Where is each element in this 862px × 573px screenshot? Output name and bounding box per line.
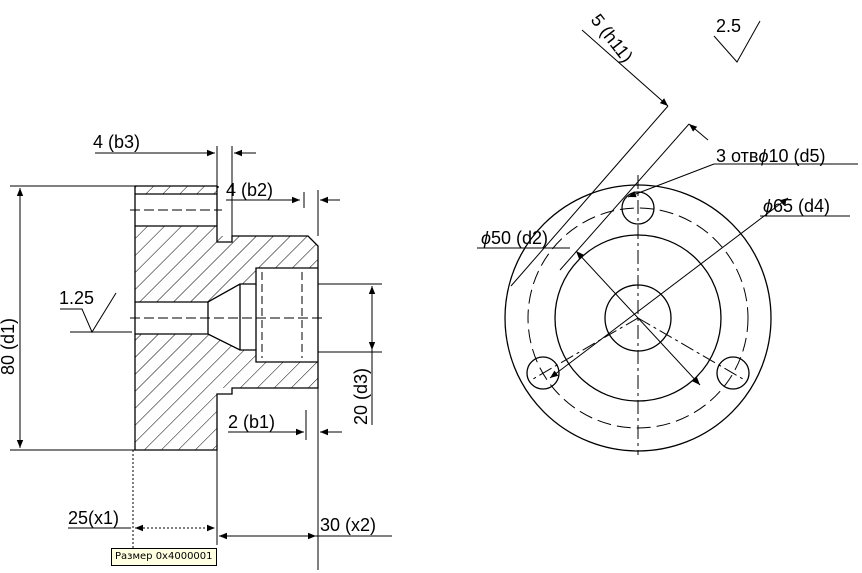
roughness-hole-label[interactable]: 1.25 — [59, 288, 94, 308]
d2-value: 50 (d2) — [491, 228, 548, 248]
d4-value: 65 (d4) — [773, 196, 830, 216]
dim-h11-label[interactable]: 5 (h11) — [587, 10, 637, 66]
front-view — [477, 20, 858, 455]
dim-x2-label[interactable]: 30 (x2) — [320, 515, 376, 535]
dim-d5-label[interactable]: 3 отвϕ10 (d5) — [716, 146, 826, 166]
dim-b2-label[interactable]: 4 (b2) — [226, 180, 273, 200]
dim-d4-label[interactable]: ϕ65 (d4) — [763, 196, 830, 216]
section-view — [10, 146, 392, 570]
dim-d1-label[interactable]: 80 (d1) — [0, 318, 18, 375]
dim-b3-label[interactable]: 4 (b3) — [93, 132, 140, 152]
dim-d3-label[interactable]: 20 (d3) — [351, 368, 371, 425]
diameter-symbol: ϕ — [758, 146, 768, 166]
dimension-tooltip: Размер 0x4000001 — [111, 548, 217, 566]
diameter-symbol: ϕ — [481, 228, 491, 248]
d5-prefix: 3 отв — [716, 146, 758, 166]
dim-x1-label[interactable]: 25(x1) — [68, 508, 119, 528]
dimension-lines — [16, 149, 392, 540]
d5-value: 10 (d5) — [768, 146, 825, 166]
dim-b1-label[interactable]: 2 (b1) — [228, 412, 275, 432]
section-centerlines — [130, 209, 325, 358]
extension-lines — [10, 146, 382, 570]
diameter-symbol: ϕ — [763, 196, 773, 216]
dim-d2-label[interactable]: ϕ50 (d2) — [481, 228, 548, 248]
roughness-top-label[interactable]: 2.5 — [716, 16, 741, 36]
section-hatching — [135, 186, 318, 450]
